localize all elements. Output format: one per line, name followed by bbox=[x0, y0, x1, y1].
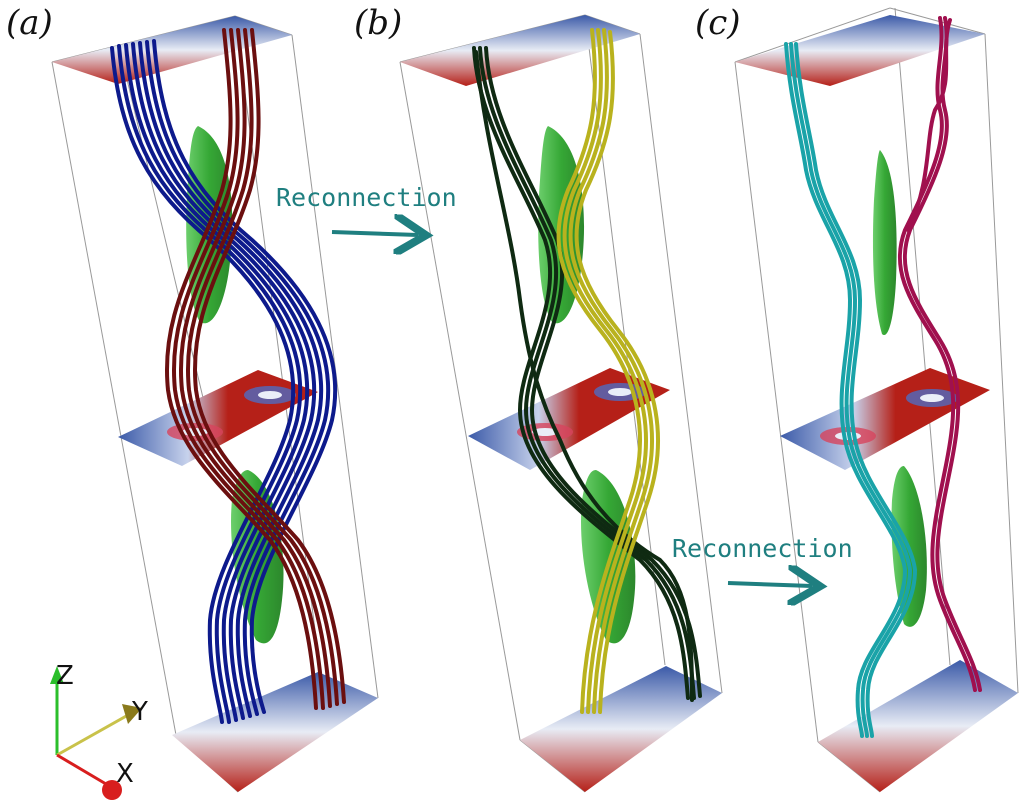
panel-a-red-tubes bbox=[165, 28, 346, 710]
panel-a-vortex-right-core bbox=[258, 391, 282, 399]
panel-c-bottom-plane bbox=[818, 660, 1018, 792]
panel-a-bottom-plane bbox=[172, 672, 378, 792]
x-axis-label: X bbox=[116, 759, 134, 789]
panel-c-cyan-tubes bbox=[784, 42, 918, 738]
panel-c-label: (c) bbox=[695, 3, 741, 43]
panel-c-magenta-tubes bbox=[897, 16, 982, 692]
y-axis-label: Y bbox=[131, 697, 148, 727]
y-axis-arrow bbox=[122, 704, 142, 724]
panel-b-dark-green-tubes bbox=[472, 46, 702, 702]
panel-c-upper-isosurface bbox=[872, 150, 897, 336]
axis-triad: Z Y X bbox=[50, 661, 148, 800]
z-axis-arrow bbox=[50, 666, 64, 684]
reconnection-label-top: Reconnection bbox=[276, 183, 457, 212]
panel-a bbox=[51, 15, 379, 793]
panel-b-vortex-right-core bbox=[608, 388, 632, 396]
x-axis-line bbox=[56, 753, 107, 786]
panel-b-bottom-plane bbox=[520, 666, 722, 792]
panel-b-yellow-tubes bbox=[556, 28, 660, 714]
panel-b-label: (b) bbox=[354, 3, 402, 43]
panel-a-blue-tubes bbox=[110, 39, 338, 724]
panel-b-vortex-left-core bbox=[532, 428, 558, 436]
panel-c bbox=[734, 7, 1019, 793]
panel-b bbox=[399, 14, 723, 793]
panel-b-top-plane bbox=[400, 15, 640, 86]
z-axis-label: Z bbox=[56, 661, 74, 691]
reconnection-arrow-top bbox=[331, 232, 418, 235]
panel-c-vortex-right-core bbox=[920, 394, 944, 402]
reconnection-label-bottom: Reconnection bbox=[672, 534, 853, 563]
panel-c-box bbox=[734, 7, 1019, 793]
panel-a-label: (a) bbox=[6, 3, 53, 43]
x-axis-arrow bbox=[102, 780, 122, 800]
reconnection-arrow-bottom bbox=[727, 583, 812, 586]
y-axis-line bbox=[56, 713, 129, 757]
